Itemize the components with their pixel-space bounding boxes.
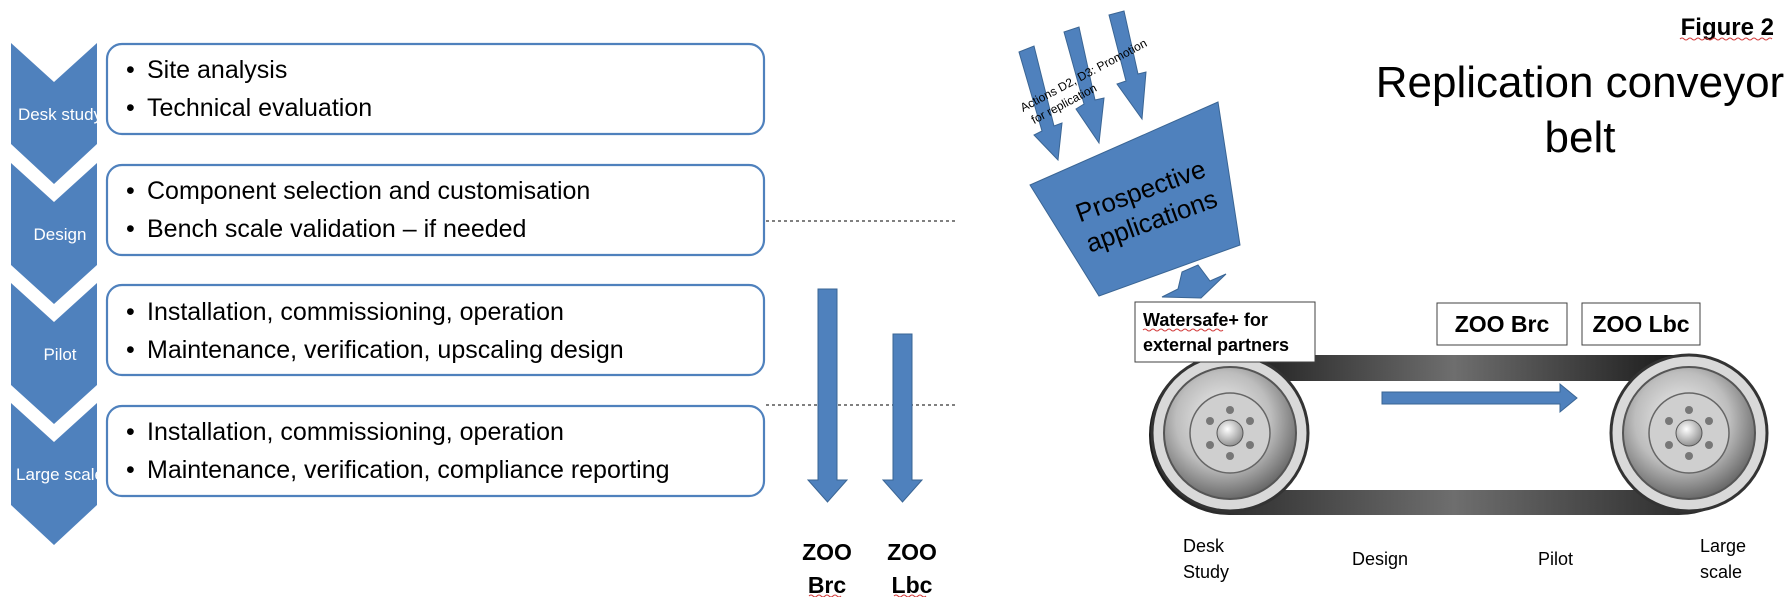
stage-boxes: • Site analysis • Technical evaluation •…	[105, 42, 766, 498]
box-large-scale	[105, 404, 766, 498]
zoo-brc-box	[1436, 302, 1568, 346]
bullet-marker: •	[126, 215, 135, 243]
arrow-down-icon	[1108, 10, 1147, 121]
bullet-marker: •	[126, 56, 135, 84]
figure-label: Figure 2	[1681, 14, 1774, 41]
bullet-item: Site analysis	[147, 56, 287, 84]
conveyor-stage-large-line2: scale	[1700, 562, 1742, 582]
box-desk-study	[105, 42, 766, 136]
conveyor-stage-pilot: Pilot	[1538, 549, 1573, 569]
zoo-brc-line2: Brc	[808, 572, 847, 597]
arrow-down-icon	[881, 333, 924, 503]
zoo-brc-box-label: ZOO Brc	[1455, 311, 1550, 337]
arrow-down-icon	[1063, 26, 1105, 145]
stage-label-design: Design	[34, 225, 87, 244]
bullet-marker: •	[126, 418, 135, 446]
stage-chevrons	[11, 43, 97, 545]
watersafe-line-1: Watersafe+ for	[1143, 310, 1268, 330]
bullet-item: Maintenance, verification, compliance re…	[147, 456, 670, 484]
zoo-lbc-line1: ZOO	[887, 539, 937, 565]
bullet-item: Component selection and customisation	[147, 177, 590, 205]
chevron-pilot	[11, 283, 97, 424]
funnel-shape	[1029, 101, 1241, 297]
box-design	[105, 163, 766, 257]
bullet-marker: •	[126, 94, 135, 122]
stage-labels: Desk study Design Pilot Large scale	[16, 105, 104, 484]
arrow-down-icon	[806, 288, 849, 503]
bullet-marker: •	[126, 298, 135, 326]
zoo-brc-line1: ZOO	[802, 539, 852, 565]
bullet-item: Technical evaluation	[147, 94, 372, 122]
spellcheck-squiggle	[1679, 37, 1773, 41]
title-line-2: belt	[1545, 113, 1616, 162]
zoo-lbc-box-label: ZOO Lbc	[1592, 311, 1689, 337]
stage-label-large-scale: Large scale	[16, 465, 104, 484]
stage-label-pilot: Pilot	[43, 345, 76, 364]
bullet-item: Bench scale validation – if needed	[147, 215, 526, 243]
bullet-item: Installation, commissioning, operation	[147, 298, 564, 326]
chevron-design	[11, 163, 97, 304]
conveyor-stage-desk-line2: Study	[1183, 562, 1229, 582]
chevron-desk-study	[11, 43, 97, 184]
bullet-item: Installation, commissioning, operation	[147, 418, 564, 446]
promotion-arrows	[1018, 10, 1147, 162]
spellcheck-squiggle	[1142, 328, 1224, 332]
arrow-down-icon	[1161, 264, 1227, 299]
wheel-left	[1150, 353, 1310, 513]
title-line-1: Replication conveyor	[1376, 58, 1784, 107]
watersafe-box	[1134, 301, 1316, 363]
stage-label-desk-study: Desk study	[18, 105, 103, 124]
conveyor-stage-design: Design	[1352, 549, 1408, 569]
bullet-marker: •	[126, 177, 135, 205]
box-pilot	[105, 283, 766, 377]
conveyor-stage-large-line1: Large	[1700, 536, 1746, 556]
arrow-down-icon	[1018, 45, 1063, 162]
arrow-right-icon	[1381, 382, 1578, 414]
conveyor-belt	[1149, 353, 1769, 515]
zoo-arrows	[806, 288, 924, 503]
bullet-marker: •	[126, 336, 135, 364]
zoo-lbc-box	[1581, 302, 1701, 346]
chevron-large-scale	[11, 403, 97, 545]
wheel-right	[1609, 353, 1769, 513]
bullet-marker: •	[126, 456, 135, 484]
bullet-item: Maintenance, verification, upscaling des…	[147, 336, 624, 364]
conveyor-stage-desk-line1: Desk	[1183, 536, 1225, 556]
zoo-lbc-line2: Lbc	[892, 572, 933, 597]
watersafe-line-2: external partners	[1143, 335, 1289, 355]
